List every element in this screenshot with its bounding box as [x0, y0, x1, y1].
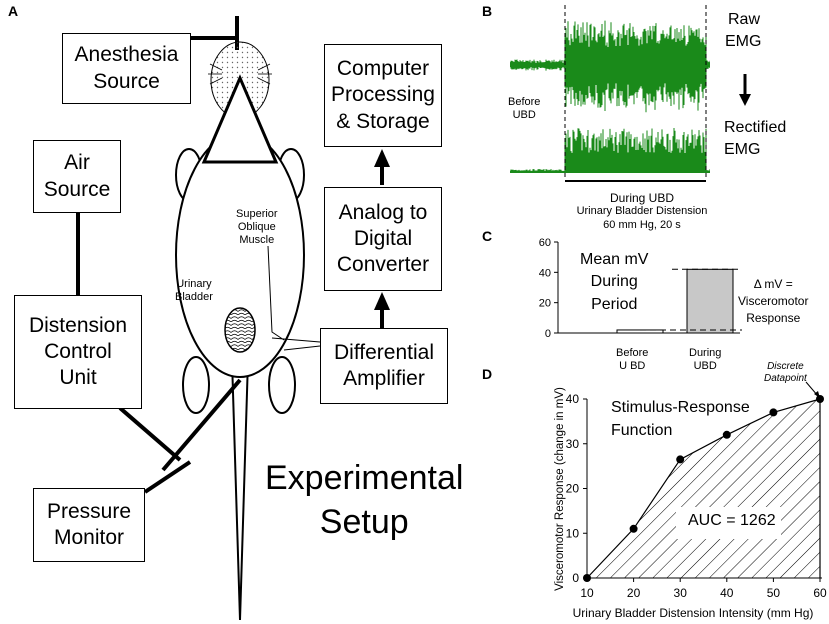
right-foot	[268, 356, 296, 414]
d-xlabel: Urinary Bladder Distension Intensity (mm…	[573, 606, 814, 620]
electrode-wires	[267, 245, 321, 351]
arrow-adc-to-computer	[374, 149, 390, 185]
anesthesia-source-box: Anesthesia Source	[62, 33, 191, 104]
amp-label-1: Differential	[334, 340, 434, 364]
catheter	[161, 378, 242, 472]
c-ytick-label: 60	[539, 237, 551, 249]
c-ytick-label: 20	[539, 298, 551, 310]
anesthesia-label-2: Source	[93, 69, 160, 93]
d-xtick-label: 10	[580, 586, 594, 600]
pressure-line	[143, 460, 192, 494]
c-ytick-label: 40	[539, 267, 551, 279]
d-ylabel: Visceromotor Response (change in mV)	[554, 387, 566, 591]
pressure-label-2: Monitor	[53, 526, 125, 549]
d-xtick-label: 50	[767, 586, 781, 600]
emg-traces	[510, 5, 710, 182]
d-xtick-label: 20	[627, 586, 641, 600]
d-ytick-label: 40	[566, 392, 580, 406]
air-label-2: Source	[43, 177, 111, 201]
panel-letter-b: B	[482, 3, 493, 19]
d-ytick-label: 10	[566, 526, 580, 540]
d-xtick-label: 40	[720, 586, 734, 600]
d-point-30	[676, 455, 685, 464]
adc-box: Analog to Digital Converter	[324, 187, 442, 291]
d-ytick-label: 0	[572, 571, 579, 585]
panel-letter-a: A	[8, 3, 19, 19]
d-ytick-label: 20	[566, 482, 580, 496]
d-point-40	[722, 430, 731, 439]
c-ytick-label: 0	[545, 328, 551, 340]
computer-label-2: Processing	[331, 83, 435, 107]
adc-label-1: Analog to	[338, 200, 428, 224]
distension-label-2: Control	[44, 339, 112, 363]
response-line	[586, 398, 821, 579]
raw-emg-trace	[510, 20, 710, 113]
pressure-label-1: Pressure	[46, 499, 132, 523]
d-xtick-label: 60	[813, 586, 827, 600]
anesthesia-label-1: Anesthesia	[74, 43, 179, 67]
amp-label-2: Amplifier	[343, 367, 425, 390]
bladder	[224, 307, 256, 353]
auc-label: AUC = 1262	[688, 512, 776, 529]
air-source-box: Air Source	[33, 140, 121, 213]
computer-label-1: Computer	[336, 57, 430, 81]
computer-label-3: & Storage	[336, 109, 430, 133]
distension-label-3: Unit	[59, 366, 97, 390]
rectified-emg-signal	[510, 128, 710, 173]
auc-box-bg	[676, 507, 781, 539]
d-point-60	[816, 395, 824, 403]
raw-emg-signal	[510, 20, 710, 113]
computer-box: Computer Processing & Storage	[324, 44, 442, 147]
d-ytick-label: 30	[566, 437, 580, 451]
panel-letter-c: C	[482, 228, 493, 244]
discrete-arrowhead	[814, 391, 820, 398]
panel-letter-d: D	[482, 366, 493, 382]
arrow-amp-to-adc	[374, 292, 390, 328]
head	[201, 74, 279, 164]
rectified-emg-trace	[510, 128, 710, 173]
setup-diagram	[76, 16, 390, 621]
amplifier-box: Differential Amplifier	[320, 328, 448, 404]
air-label-1: Air	[64, 151, 90, 175]
adc-label-3: Converter	[336, 253, 430, 277]
distension-label-1: Distension	[28, 313, 128, 337]
distension-control-box: Distension Control Unit	[14, 295, 142, 409]
d-point-50	[769, 408, 778, 417]
left-foot	[182, 356, 210, 414]
d-point-20	[629, 524, 638, 533]
pressure-monitor-box: Pressure Monitor	[33, 488, 145, 562]
d-xtick-label: 30	[674, 586, 688, 600]
c-bar-2	[686, 268, 734, 334]
whiskers	[208, 63, 272, 85]
down-arrow-icon	[739, 74, 751, 106]
adc-label-2: Digital	[353, 226, 413, 250]
distension-line	[118, 406, 182, 462]
